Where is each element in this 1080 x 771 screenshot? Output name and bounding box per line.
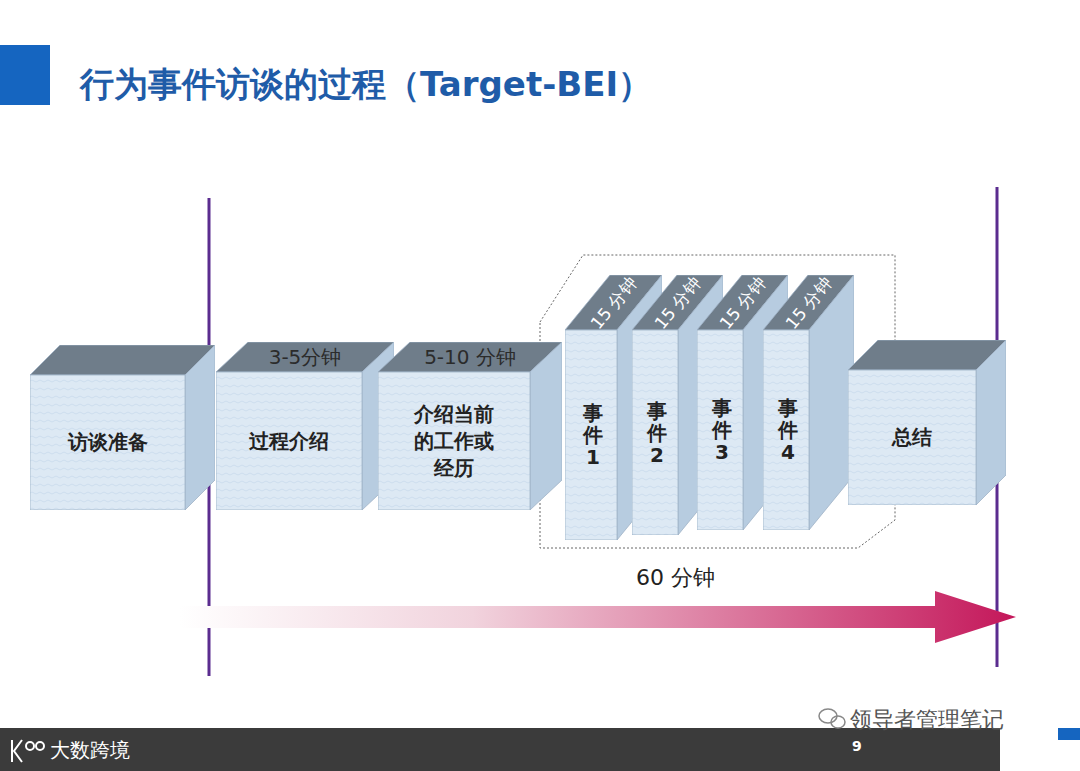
event-name: 事件2: [647, 400, 667, 466]
cube-faces: [30, 345, 215, 510]
front-face-area: 事件1: [565, 330, 617, 540]
duration-label: 5-10 分钟: [424, 344, 516, 371]
front-face: [632, 330, 678, 535]
side-face: [976, 340, 1006, 505]
side-face: [809, 275, 854, 530]
front-face: [763, 330, 809, 530]
event-slab: 15 分钟事件4: [763, 275, 854, 530]
front-face: [216, 372, 362, 510]
slide-title: 行为事件访谈的过程（Target-BEI）: [80, 62, 652, 108]
front-face: [30, 375, 185, 510]
duration-label: 3-5分钟: [269, 344, 342, 371]
front-face-area: 访谈准备: [30, 375, 185, 510]
front-face-area: 事件4: [763, 330, 809, 530]
footer-brand: 大数跨境: [50, 737, 130, 764]
timeline-arrow: [180, 591, 1016, 643]
total-duration: 60 分钟: [636, 563, 715, 593]
watermark: 领导者管理笔记: [850, 705, 1004, 735]
front-face: [697, 330, 743, 530]
top-face-area: 5-10 分钟: [394, 342, 546, 372]
front-face-area: 事件3: [697, 330, 743, 530]
front-face-area: 总结: [848, 370, 976, 505]
top-face: [30, 345, 215, 375]
front-face: [565, 330, 617, 540]
wechat-icon: [819, 709, 845, 728]
front-face-area: 介绍当前的工作或经历: [378, 372, 530, 510]
footer-bar: [0, 728, 1000, 771]
step-name: 介绍当前的工作或经历: [411, 401, 497, 482]
logo-mark: [12, 740, 44, 762]
step-name: 总结: [892, 424, 932, 451]
front-face: [848, 370, 976, 505]
event-name: 事件3: [712, 397, 732, 463]
front-face-area: 过程介绍: [216, 372, 362, 510]
footer-end: [1000, 728, 1080, 771]
event-name: 事件4: [778, 397, 798, 463]
event-name: 事件1: [583, 402, 603, 468]
corner-block: [0, 45, 50, 105]
event-group-outline: [540, 255, 895, 548]
step-cube: 3-5分钟过程介绍: [216, 342, 394, 510]
page-number: 9: [852, 738, 862, 754]
side-face: [530, 342, 562, 510]
step-cube: 5-10 分钟介绍当前的工作或经历: [378, 342, 562, 510]
step-name: 过程介绍: [249, 428, 329, 455]
step-cube: 访谈准备: [30, 345, 215, 510]
cube-faces: [848, 340, 1006, 505]
step-cube: 总结: [848, 340, 1006, 505]
top-face-area: 3-5分钟: [232, 342, 378, 372]
step-name: 访谈准备: [68, 429, 148, 456]
front-face: [378, 372, 530, 510]
footer-corner: [1058, 728, 1080, 740]
front-face-area: 事件2: [632, 330, 678, 535]
side-face: [185, 345, 215, 510]
